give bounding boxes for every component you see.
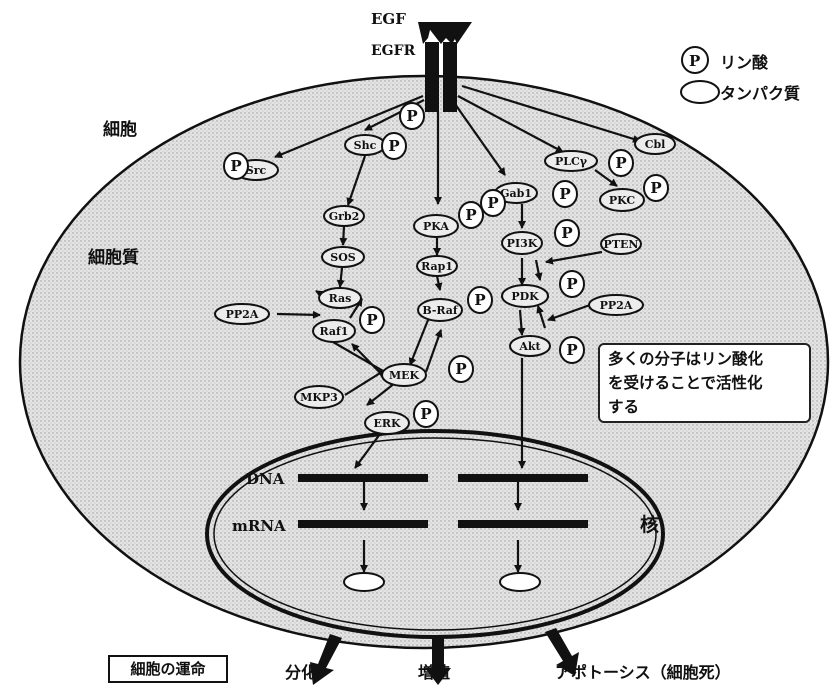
protein-akt: [509, 335, 551, 357]
protein-label-ras: Ras: [329, 292, 352, 305]
phosphate-4: [480, 189, 506, 217]
legend-phospho-symbol: [681, 46, 709, 74]
protein-label-raf1: Raf1: [320, 325, 349, 338]
protein-cbl: [634, 133, 676, 155]
protein-label-gab1: Gab1: [500, 187, 532, 200]
cytoplasm-label: 細胞質: [88, 247, 139, 268]
egf-label: EGF: [371, 10, 406, 28]
svg-text:P: P: [689, 52, 700, 70]
legend-protein-symbol: [680, 80, 720, 104]
phosphate-label: P: [388, 137, 399, 155]
phosphate-label: P: [465, 206, 476, 224]
protein-pkc: [599, 188, 645, 212]
legend-phospho-label: リン酸: [720, 53, 769, 72]
phosphate-label: P: [366, 311, 377, 329]
protein-label-grb2: Grb2: [329, 210, 360, 223]
mrna-label: mRNA: [232, 517, 286, 535]
protein-label-mkp3: MKP3: [300, 391, 338, 404]
phosphate-13: [559, 336, 585, 364]
cell-fate-label: 細胞の運命: [108, 655, 228, 683]
protein-grb2: [323, 205, 365, 227]
phosphate-5: [458, 201, 484, 229]
protein-label-pka: PKA: [423, 220, 449, 233]
new-protein-right: [499, 572, 541, 592]
phosphate-label: P: [559, 185, 570, 203]
phosphate-15: [413, 400, 439, 428]
nucleic-acid-bars: [298, 474, 588, 528]
phosphate-12: [559, 270, 585, 298]
phosphate-2: [381, 132, 407, 160]
protein-label-pp2a_right: PP2A: [600, 299, 633, 312]
protein-sos: [321, 246, 365, 268]
protein-label-pp2a_left: PP2A: [226, 308, 259, 321]
phosphate-6: [552, 180, 578, 208]
phosphate-label: P: [474, 291, 485, 309]
protein-label-pten: PTEN: [604, 238, 639, 251]
phosphate-11: [467, 286, 493, 314]
protein-pka: [413, 214, 459, 238]
protein-plcg: [544, 150, 598, 172]
protein-label-pkc: PKC: [609, 194, 636, 207]
protein-pten: [600, 233, 642, 255]
protein-rap1: [416, 255, 458, 277]
phosphate-14: [448, 355, 474, 383]
protein-label-src: Src: [246, 164, 267, 177]
protein-label-braf: B-Raf: [422, 304, 459, 317]
protein-label-sos: SOS: [330, 251, 356, 264]
egfr-receptor: [418, 22, 472, 112]
new-protein-left: [343, 572, 385, 592]
phosphate-label: P: [230, 157, 241, 175]
nucleus-membrane: [205, 429, 665, 639]
protein-pp2a_left: [214, 303, 270, 325]
phosphate-label: P: [561, 224, 572, 242]
phosphate-label: P: [566, 275, 577, 293]
protein-pdk: [501, 284, 549, 308]
legend-protein-label: タンパク質: [720, 84, 800, 103]
phosphate-label: P: [487, 194, 498, 212]
protein-label-plcg: PLCγ: [555, 155, 588, 168]
protein-ras: [318, 287, 362, 309]
phosphate-9: [554, 219, 580, 247]
cell-label: 細胞: [103, 119, 137, 140]
phosphate-label: P: [566, 341, 577, 359]
outcome-proliferation: 増殖: [418, 663, 451, 682]
protein-erk: [364, 411, 410, 435]
phosphate-label: P: [615, 154, 626, 172]
dna-label: DNA: [246, 470, 285, 488]
protein-label-shc: Shc: [354, 139, 377, 152]
phosphate-label: P: [420, 405, 431, 423]
protein-braf: [417, 298, 463, 322]
protein-label-rap1: Rap1: [421, 260, 453, 273]
phosphate-label: P: [455, 360, 466, 378]
protein-label-cbl: Cbl: [645, 138, 666, 151]
phosphate-label: P: [650, 179, 661, 197]
protein-label-mek: MEK: [389, 369, 420, 382]
output-arrows: [310, 628, 579, 685]
outcome-apoptosis: アポトーシス（細胞死）: [555, 663, 731, 682]
protein-label-akt: Akt: [518, 340, 541, 353]
protein-mek: [381, 363, 427, 387]
phosphate-10: [359, 306, 385, 334]
egfr-label: EGFR: [371, 43, 416, 59]
phosphate-1: [399, 102, 425, 130]
protein-label-pi3k: PI3K: [507, 237, 538, 250]
protein-raf1: [312, 319, 356, 343]
phosphate-8: [643, 174, 669, 202]
protein-pp2a_right: [588, 294, 644, 316]
protein-label-pdk: PDK: [511, 290, 539, 303]
protein-label-erk: ERK: [373, 417, 401, 430]
phosphate-3: [223, 152, 249, 180]
phosphate-label: P: [406, 107, 417, 125]
phosphorylation-note: 多くの分子はリン酸化 を受けることで活性化 する: [598, 343, 811, 423]
outcome-differentiation: 分化: [285, 663, 318, 682]
protein-pi3k: [501, 231, 543, 255]
protein-mkp3: [294, 385, 344, 409]
nucleus-label: 核: [640, 513, 659, 536]
phosphate-7: [608, 149, 634, 177]
